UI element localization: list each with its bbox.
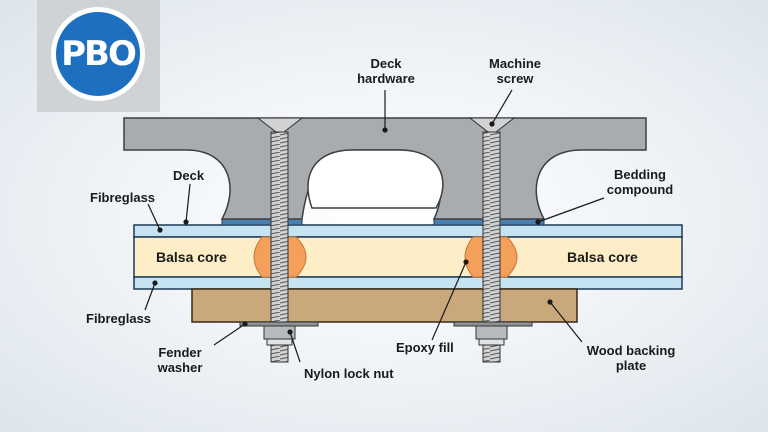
fibreglass-top-layer <box>133 224 683 238</box>
balsa-core-layer <box>133 236 683 278</box>
label-deck-hardware: Deck hardware <box>357 56 415 86</box>
logo-text: PBO <box>61 34 137 74</box>
label-wood-backing-plate: Wood backing plate <box>586 343 676 373</box>
leader-backing-plate <box>549 301 583 343</box>
label-bedding-compound: Bedding compound <box>606 167 674 197</box>
screw-shaft-left <box>270 131 289 363</box>
label-deck: Deck <box>173 168 205 183</box>
label-fibreglass-top: Fibreglass <box>90 190 156 205</box>
label-fibreglass-bottom: Fibreglass <box>86 311 152 326</box>
pbo-logo: PBO <box>51 7 145 101</box>
lock-nut-insert-left <box>266 338 293 346</box>
fibreglass-bottom-layer <box>133 276 683 290</box>
leader-epoxy <box>431 261 467 341</box>
logo-box: PBO <box>37 0 160 112</box>
lock-nut-right <box>475 325 508 340</box>
leader-bedding <box>537 197 605 223</box>
fender-washer-left <box>239 321 319 327</box>
leader-fibreglass-top <box>147 203 161 231</box>
label-machine-screw: Machine screw <box>488 56 541 86</box>
leader-fibreglass-bottom <box>144 282 156 311</box>
label-balsa-core-left: Balsa core <box>156 249 227 265</box>
lock-nut-insert-right <box>478 338 505 346</box>
label-epoxy-fill: Epoxy fill <box>396 340 454 355</box>
leader-fender-washer <box>213 323 246 346</box>
hardware-opening-left <box>307 149 444 209</box>
leader-machine-screw <box>491 89 513 125</box>
label-nylon-lock-nut: Nylon lock nut <box>304 366 394 381</box>
bedding-compound-left <box>221 218 303 226</box>
label-balsa-core-right: Balsa core <box>567 249 638 265</box>
wood-backing-plate <box>191 288 578 323</box>
leader-deck <box>185 183 191 223</box>
leader-lock-nut <box>289 331 301 363</box>
screw-shaft-right <box>482 131 501 363</box>
fender-washer-right <box>453 321 533 327</box>
label-fender-washer: Fender washer <box>157 345 203 375</box>
